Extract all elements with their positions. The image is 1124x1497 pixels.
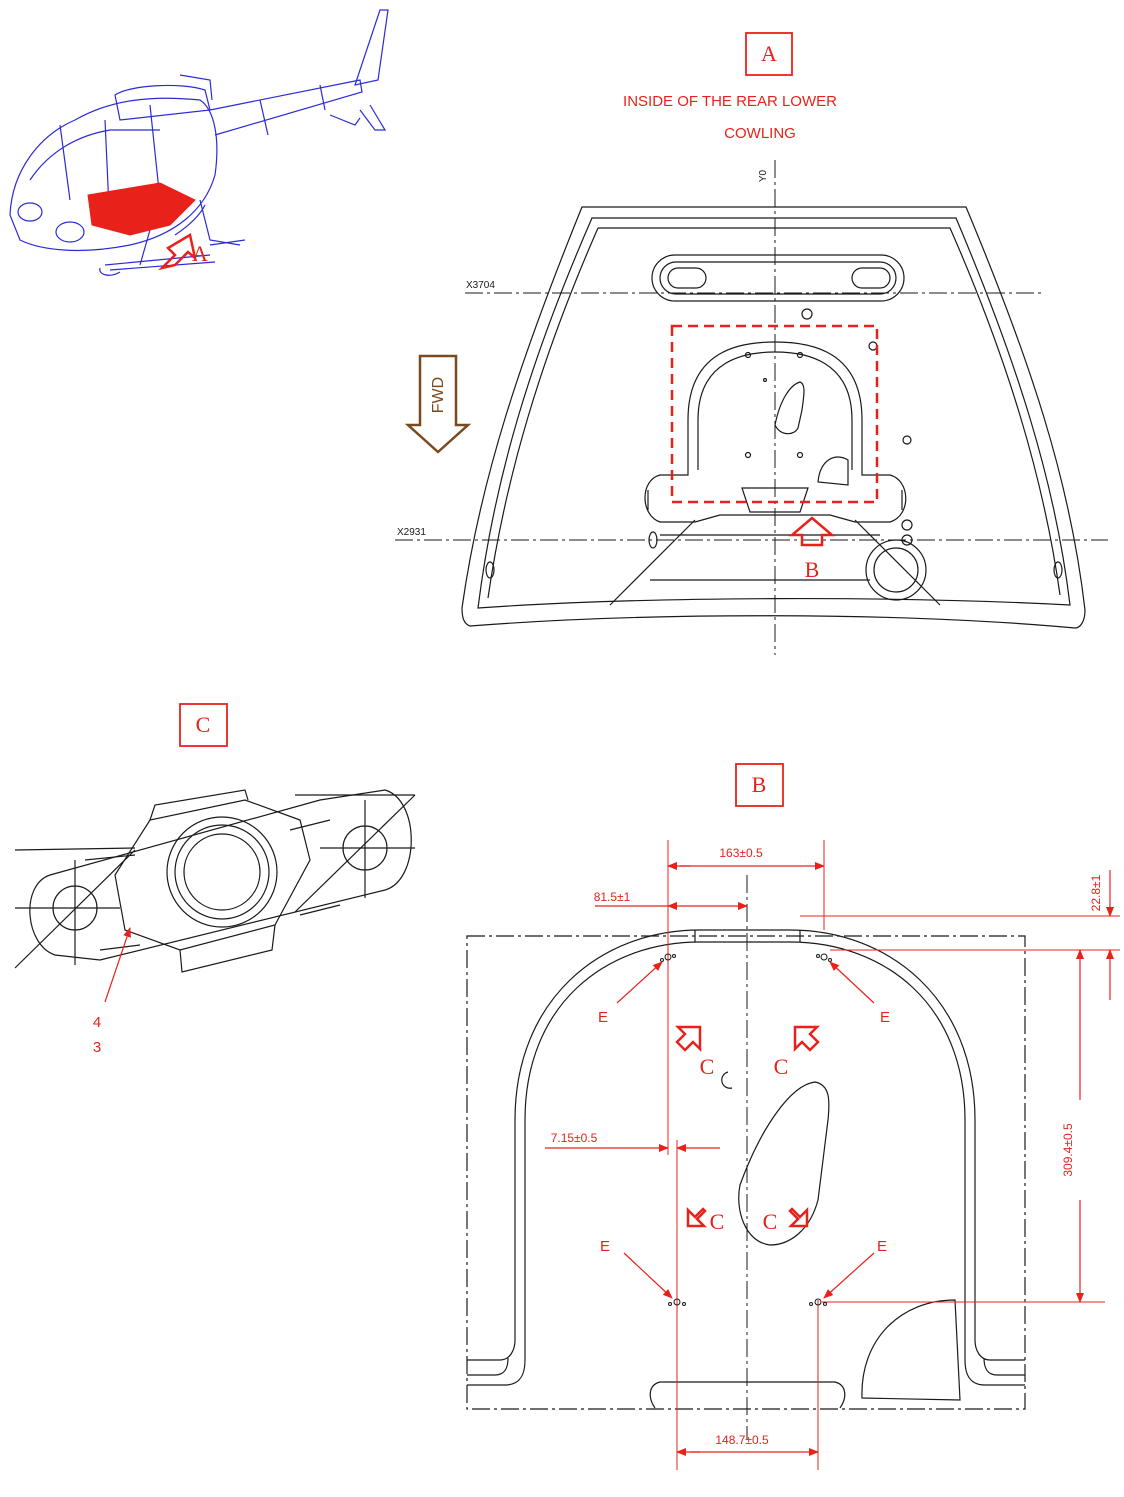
view-a-caption-line1: INSIDE OF THE REAR LOWER	[623, 93, 837, 110]
view-b-e-leaders	[616, 961, 875, 1299]
dim-vertical-small: 22.8±1	[1089, 874, 1103, 911]
view-a-direction-arrow	[158, 233, 198, 271]
detail-b-arrow	[788, 516, 836, 547]
view-c-callout-top: 4	[93, 1014, 101, 1031]
dim-bottom-span: 148.7±0.5	[715, 1433, 769, 1447]
view-b-dimension-lines	[545, 862, 1114, 1456]
view-b-c-arrows	[674, 1025, 821, 1228]
view-c-callout-bottom: 3	[93, 1039, 101, 1056]
view-b-label: B	[752, 772, 767, 797]
view-b-label-box	[735, 763, 784, 807]
station-upper-label: X3704	[466, 280, 495, 291]
highlighted-cowling-area	[87, 182, 196, 236]
detail-b-frame	[670, 324, 879, 504]
marker-e-top-right: E	[880, 1009, 890, 1026]
view-b-extension-lines	[667, 840, 1120, 1470]
detail-b-arrow-label: B	[805, 557, 820, 582]
dim-vertical-large: 309.4±0.5	[1061, 1123, 1075, 1177]
marker-c-top-right: C	[774, 1054, 789, 1079]
view-c-label: C	[196, 712, 211, 737]
marker-c-bottom-left: C	[710, 1209, 725, 1234]
marker-e-bottom-left: E	[600, 1238, 610, 1255]
dim-offset: 7.15±0.5	[551, 1131, 598, 1145]
marker-e-bottom-right: E	[877, 1238, 887, 1255]
fwd-label: FWD	[430, 377, 447, 413]
view-c-label-box	[179, 703, 228, 747]
marker-e-top-left: E	[598, 1009, 608, 1026]
view-a-cowling-outline	[461, 206, 1086, 629]
view-c-callout-leader	[104, 927, 131, 1003]
dim-half-span: 81.5±1	[594, 890, 631, 904]
dim-top-span: 163±0.5	[719, 846, 763, 860]
fwd-arrow	[404, 354, 472, 454]
view-a-axis-label: Y0	[758, 169, 769, 182]
view-a-reference-lines	[395, 160, 1108, 655]
view-a-caption-line2: COWLING	[724, 125, 796, 142]
station-lower-label: X2931	[397, 527, 426, 538]
view-a-label: A	[761, 41, 777, 66]
marker-c-top-left: C	[700, 1054, 715, 1079]
view-b-outline	[466, 929, 1026, 1410]
view-a-label-box	[745, 32, 793, 76]
helicopter-sketch	[9, 9, 389, 276]
marker-c-bottom-right: C	[763, 1209, 778, 1234]
view-b-hole-markers	[660, 953, 832, 1306]
helicopter-view-label: A	[192, 241, 208, 266]
view-c-fitting	[14, 789, 416, 973]
